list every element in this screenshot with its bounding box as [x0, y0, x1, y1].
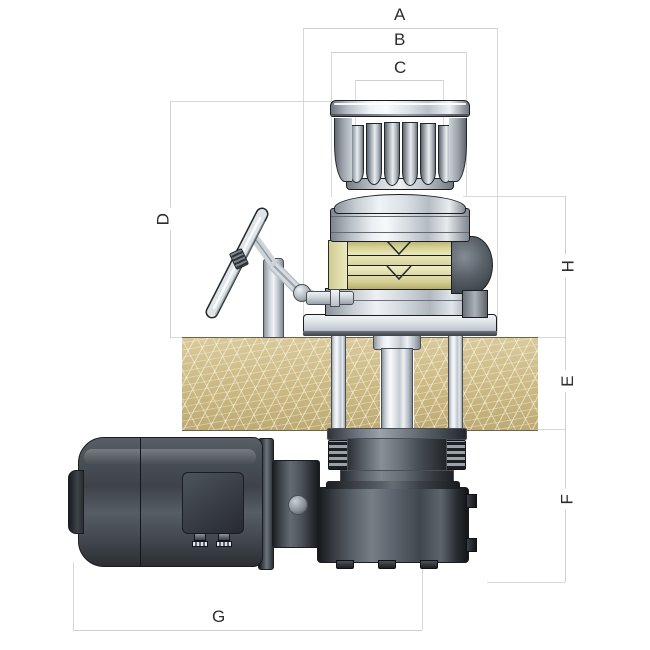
- extension-line-a-right: [497, 28, 498, 333]
- capstan-lower-rim: [346, 178, 454, 190]
- drum-cap: [334, 194, 466, 214]
- dimension-label-e: E: [558, 370, 577, 392]
- extension-line-h-top: [463, 196, 565, 197]
- tie-rod-right: [448, 332, 463, 436]
- extension-line-g-right: [422, 545, 423, 630]
- dimension-label-h: H: [558, 254, 578, 278]
- main-shaft: [381, 348, 413, 434]
- clutch-knob-stem: [462, 290, 488, 318]
- handle-rod-collar: [330, 289, 340, 307]
- capstan-top-edge-highlight: [334, 103, 466, 105]
- capstan-flute-2: [366, 123, 382, 185]
- extension-line-d-top: [170, 101, 370, 102]
- deck-section: [182, 337, 538, 431]
- gearbox-bolt-pad-1: [336, 560, 354, 569]
- clutch-knob: [451, 236, 493, 294]
- capstan-waist-right: [449, 118, 467, 182]
- cable-gland-nut-left: [192, 541, 208, 547]
- capstan-flute-5: [420, 123, 436, 185]
- gearbox-lug-upper: [466, 494, 477, 508]
- capstan-waist-left: [334, 118, 352, 182]
- dimension-label-d: D: [153, 207, 173, 231]
- dimension-line-a: [303, 28, 497, 29]
- gypsy-chain-notches: [386, 240, 412, 281]
- handle-cross-bar: [205, 207, 269, 319]
- motor-body-highlight: [84, 449, 256, 465]
- cable-gland-left: [194, 533, 206, 541]
- base-housing-seam: [326, 300, 474, 301]
- capstan-flute-4: [402, 122, 418, 186]
- gearbox-body: [317, 487, 469, 563]
- extension-line-b-left: [331, 52, 332, 197]
- gearbox-bolt-pad-3: [420, 560, 438, 569]
- capstan-flange-underline: [331, 114, 469, 116]
- drum-body-groove-1: [331, 216, 469, 217]
- handle-shaft: [251, 235, 277, 267]
- gearbox-top-shoulder: [326, 481, 460, 489]
- motor-adapter-boss: [288, 495, 308, 515]
- dimension-label-b: B: [389, 31, 411, 49]
- extension-line-a-left: [303, 28, 304, 333]
- tie-rod-left: [331, 332, 346, 436]
- cable-gland-nut-right: [216, 541, 232, 547]
- shaft-housing-upper: [347, 438, 447, 472]
- dimension-label-f: F: [557, 488, 577, 510]
- extension-line-g-left: [73, 562, 74, 630]
- capstan-flute-3: [384, 122, 400, 186]
- deck-plate-shadow: [303, 331, 497, 336]
- motor-end-cap: [68, 470, 84, 534]
- dimension-label-g: G: [207, 608, 231, 626]
- dimension-line-c: [355, 80, 443, 81]
- drum-body-groove-2: [331, 232, 469, 233]
- gearbox-bolt-pad-2: [378, 560, 396, 569]
- spring-washer-right: [444, 440, 466, 470]
- extension-line-f-bottom: [487, 582, 565, 583]
- dimension-line-b: [331, 52, 466, 53]
- motor-terminal-box: [182, 472, 244, 534]
- dimension-label-a: A: [389, 6, 411, 24]
- dimension-label-c: C: [389, 59, 412, 77]
- gearbox-lug-lower: [466, 538, 477, 552]
- motor-seam: [140, 438, 141, 566]
- cable-gland-right: [218, 533, 230, 541]
- dimension-line-g: [73, 630, 422, 631]
